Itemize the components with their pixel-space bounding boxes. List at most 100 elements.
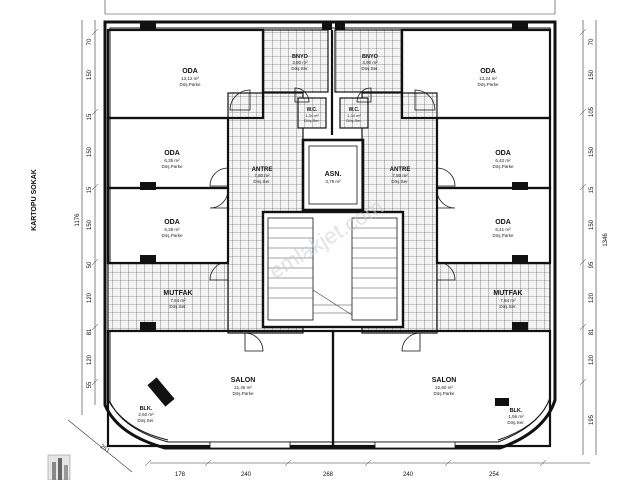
area-blk-left: 2,60 m²: [138, 412, 154, 417]
area-banyo-right: [334, 29, 403, 93]
dim-left-10: 55: [87, 381, 93, 388]
area-salon-right: 22,60 m²: [435, 385, 453, 390]
label-salon-right: SALON: [432, 377, 457, 384]
label-antre-right: ANTRE: [390, 167, 411, 173]
area-mutfak-right: 7,64 m²: [500, 298, 516, 303]
area-oda-tr: 13,24 m²: [479, 76, 497, 81]
dim-bottom-1: 240: [241, 472, 252, 478]
dim-left-3: 150: [87, 146, 93, 157]
area-wc-right: [339, 97, 369, 129]
area-wc-right: 1,34 m²: [347, 113, 361, 118]
dim-left-0: 70: [87, 38, 93, 45]
area-blk-right: 1,56 m²: [508, 414, 524, 419]
room-labels: ODA 13,12 m² Döş.Parke ODA 13,24 m² Döş.…: [137, 54, 524, 425]
dim-left-5: 150: [87, 219, 93, 230]
label-blk-left: BLK.: [140, 406, 153, 412]
floor-wc-right: Döş.Ser.: [346, 118, 361, 123]
dim-left-2: 15: [87, 113, 93, 120]
dim-diagonal: 251: [99, 444, 111, 455]
floor-oda-mr: Döş.Parke: [492, 164, 514, 169]
label-wc-left: W.C.: [307, 107, 318, 113]
dimensions-right: 70 150 105 150 15 150 95 120 81 120 195 …: [589, 38, 609, 425]
area-mutfak-left: 7,64 m²: [170, 298, 186, 303]
floor-banyo-right: Döş.Ser.: [361, 66, 378, 71]
area-mutfak-left: [107, 262, 229, 332]
floor-mutfak-right: Döş.Ser.: [499, 304, 516, 309]
label-blk-right: BLK.: [510, 408, 523, 414]
dim-left-total: 1176: [75, 213, 81, 227]
dim-left-7: 120: [87, 292, 93, 303]
floor-oda-ll: Döş.Parke: [161, 233, 183, 238]
floor-blk-right: Döş.Ser.: [507, 420, 524, 425]
dim-right-7: 120: [589, 292, 595, 303]
label-mutfak-right: MUTFAK: [493, 290, 522, 297]
label-mutfak-left: MUTFAK: [163, 290, 192, 297]
shaft-asn: [301, 138, 365, 212]
dim-bottom-4: 254: [489, 472, 500, 478]
dim-right-6: 95: [589, 261, 595, 268]
floor-oda-lr: Döş.Parke: [492, 233, 514, 238]
area-salon-left: 21,46 m²: [234, 385, 252, 390]
shaft-asn-inner: [308, 145, 358, 205]
dimensions-left: 70 150 15 150 15 150 50 120 81 120 55 11…: [31, 38, 93, 388]
stair-core: [261, 210, 405, 329]
label-banyo-left: BNYO: [292, 54, 309, 60]
label-salon-left: SALON: [231, 377, 256, 384]
windows: [140, 22, 528, 449]
label-oda-tl: ODA: [182, 68, 198, 75]
area-oda-mr: 6,42 m²: [495, 158, 511, 163]
area-oda-ml: 6,35 m²: [164, 158, 180, 163]
floor-wc-left: Döş.Ser.: [304, 118, 319, 123]
dim-bottom-3: 240: [403, 472, 414, 478]
dim-bottom-2: 268: [323, 472, 334, 478]
label-wc-right: W.C.: [349, 107, 360, 113]
balcony-rails: [107, 397, 551, 441]
dim-right-2: 105: [589, 106, 595, 117]
label-oda-tr: ODA: [480, 68, 496, 75]
label-antre-left: ANTRE: [252, 167, 273, 173]
dim-left-6: 50: [87, 261, 93, 268]
dim-right-9: 120: [589, 354, 595, 365]
dimension-frame: [81, 0, 597, 467]
floor-mutfak-left: Döş.Ser.: [169, 304, 186, 309]
dim-right-total: 1346: [603, 233, 609, 247]
door-swings: [209, 87, 456, 352]
area-antre-right: 7,80 m²: [392, 173, 408, 178]
area-wc-left: [297, 97, 327, 129]
dim-right-0: 70: [589, 38, 595, 45]
floor-oda-tl: Döş.Parke: [179, 82, 201, 87]
dim-left-4: 15: [87, 186, 93, 193]
area-banyo-left: 3,90 m²: [292, 60, 308, 65]
dim-right-8: 81: [589, 328, 595, 335]
label-oda-ml: ODA: [164, 150, 180, 157]
area-asn: 3,79 m²: [325, 179, 341, 184]
floor-blk-left: Döş.Ser.: [137, 418, 154, 423]
street-name: KARTOPU SOKAK: [31, 169, 38, 231]
area-oda-ll: 6,38 m²: [164, 227, 180, 232]
floor-antre-left: Döş.Ser.: [253, 179, 270, 184]
area-wc-left: 1,34 m²: [305, 113, 319, 118]
floor-salon-left: Döş.Parke: [232, 391, 254, 396]
floor-oda-tr: Döş.Parke: [477, 82, 499, 87]
partition-walls: [106, 28, 552, 448]
floor-salon-right: Döş.Parke: [433, 391, 455, 396]
area-oda-tl: 13,12 m²: [181, 76, 199, 81]
label-oda-lr: ODA: [495, 219, 511, 226]
floor-antre-right: Döş.Ser.: [391, 179, 408, 184]
floor-oda-ml: Döş.Parke: [161, 164, 183, 169]
dim-bottom-0: 178: [175, 472, 186, 478]
area-banyo-right: 3,90 m²: [362, 60, 378, 65]
dim-right-4: 15: [589, 186, 595, 193]
dim-right-1: 150: [589, 69, 595, 80]
dimensions-bottom: 178 240 268 240 254 251: [67, 419, 500, 478]
dim-left-9: 120: [87, 354, 93, 365]
logo-icon: [47, 454, 71, 480]
dim-right-10: 195: [589, 414, 595, 425]
area-mutfak-right: [436, 262, 551, 332]
label-banyo-right: BNYO: [362, 54, 379, 60]
area-antre-left: 7,80 m²: [254, 173, 270, 178]
dim-right-5: 150: [589, 219, 595, 230]
dim-right-3: 150: [589, 146, 595, 157]
dim-left-1: 150: [87, 69, 93, 80]
